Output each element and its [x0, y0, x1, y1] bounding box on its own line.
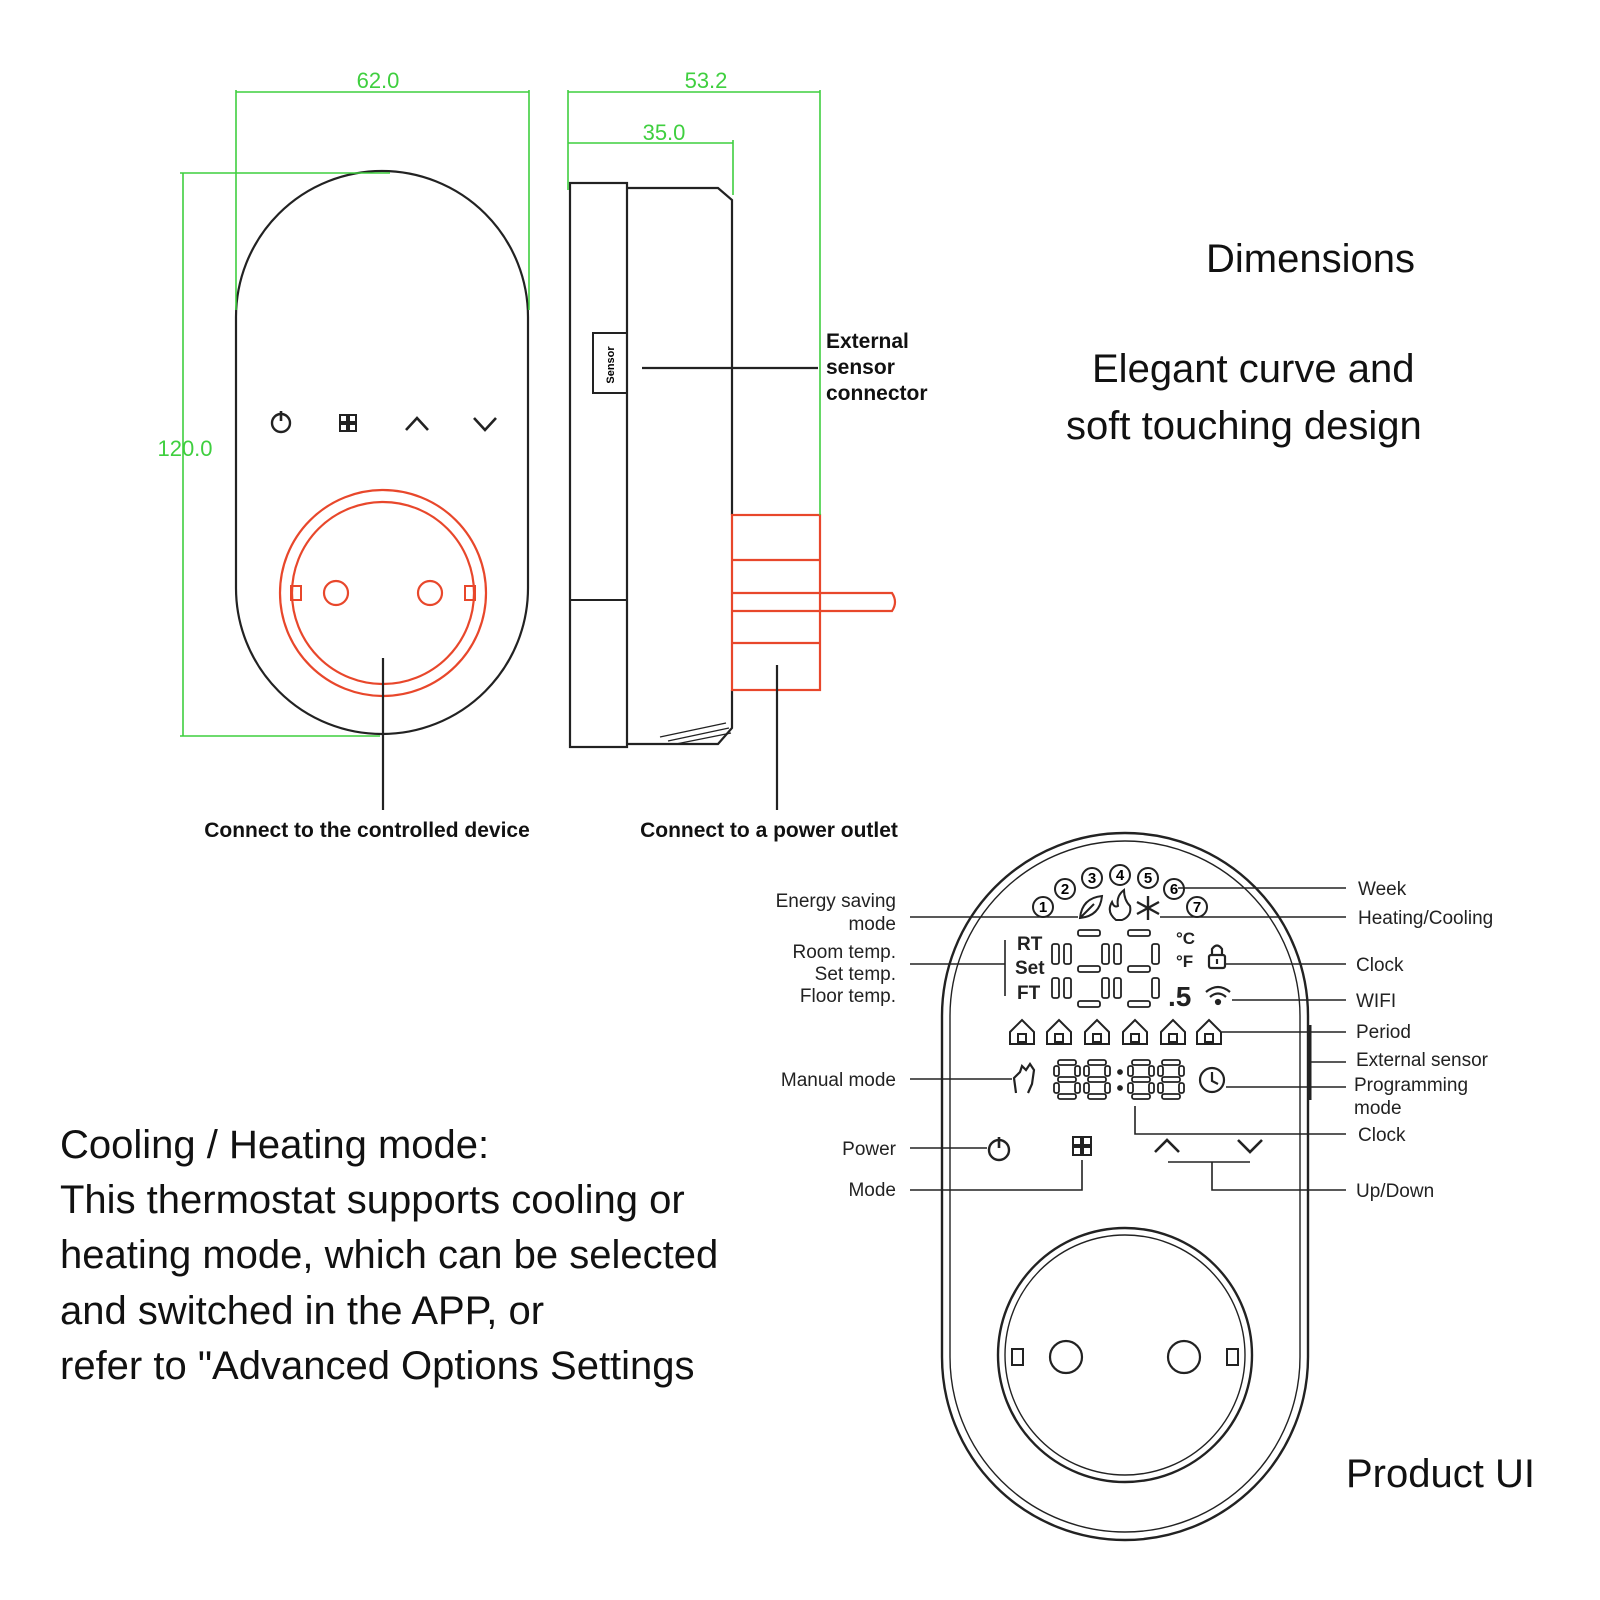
leaf-icon [1078, 894, 1104, 920]
heading-product-ui: Product UI [1346, 1452, 1535, 1496]
callout-power-outlet: Connect to a power outlet [640, 819, 898, 842]
clock-digits [1053, 1059, 1185, 1100]
period-icons [1009, 1018, 1222, 1045]
wifi-icon [1205, 985, 1231, 1006]
dim-side-total: 53.2 [685, 68, 728, 93]
mode-text-line-2: This thermostat supports cooling or [60, 1178, 685, 1223]
label-power: Power [842, 1139, 897, 1160]
lock-icon [1207, 944, 1227, 970]
side-bottom-hatch [659, 722, 732, 745]
front-view: 62.0 120.0 Connect to the controlled dev… [157, 68, 530, 842]
ui-body-outer [940, 831, 1310, 1542]
label-programming-1: Programming [1354, 1075, 1468, 1096]
temperature-digits [1051, 929, 1160, 1008]
front-up-icon [405, 416, 429, 431]
product-ui-view: 1 2 3 4 5 6 7 RT Set FT [776, 831, 1493, 1542]
lcd-rt-label: RT [1017, 934, 1043, 955]
label-mode: Mode [848, 1180, 896, 1201]
side-view: Sensor 53.2 35.0 External sensor connect… [567, 68, 928, 842]
lcd-set-label: Set [1015, 958, 1045, 979]
label-manual-mode: Manual mode [781, 1070, 896, 1091]
label-energy-saving-1: Energy saving [776, 891, 896, 912]
svg-text:4: 4 [1116, 867, 1125, 884]
side-plug [730, 513, 897, 692]
flame-icon [1108, 887, 1132, 921]
label-period: Period [1356, 1022, 1411, 1043]
label-clock-top: Clock [1356, 955, 1404, 976]
callout-external-2: sensor [826, 356, 895, 379]
svg-text:1: 1 [1039, 899, 1047, 916]
sensor-port [592, 332, 628, 394]
week-numbers: 1 2 3 4 5 6 7 [1032, 864, 1208, 918]
mode-text-line-3: heating mode, which can be selected [60, 1233, 719, 1278]
label-set-temp: Set temp. [815, 964, 896, 985]
label-external-sensor: External sensor [1356, 1050, 1489, 1071]
label-programming-2: mode [1354, 1098, 1402, 1119]
front-power-icon [270, 411, 292, 434]
svg-text:2: 2 [1061, 881, 1069, 898]
ui-body-inner [949, 840, 1301, 1533]
side-back-plate [568, 181, 629, 749]
side-body-outline [627, 186, 734, 746]
label-week: Week [1358, 879, 1407, 900]
label-clock-bottom: Clock [1358, 1125, 1406, 1146]
dim-side-body: 35.0 [643, 120, 686, 145]
dim-front-height: 120.0 [157, 436, 212, 461]
heading-dimensions: Dimensions [1206, 237, 1415, 281]
svg-text:7: 7 [1193, 899, 1201, 916]
lcd-fahrenheit: °F [1176, 952, 1193, 971]
label-up-down: Up/Down [1356, 1181, 1434, 1202]
tagline-line-1: Elegant curve and [1092, 347, 1415, 391]
mode-text-line-4: and switched in the APP, or [60, 1288, 545, 1333]
mode-text-line-1: Cooling / Heating mode: [60, 1123, 490, 1167]
front-dimensions [180, 90, 530, 737]
svg-text:6: 6 [1170, 881, 1178, 898]
ui-power-icon [987, 1137, 1011, 1162]
ui-socket [996, 1226, 1254, 1484]
ui-up-icon [1154, 1138, 1180, 1153]
label-wifi: WIFI [1356, 991, 1396, 1012]
tagline-line-2: soft touching design [1066, 404, 1422, 448]
front-body-outline [234, 169, 530, 736]
lcd-celsius: °C [1176, 929, 1195, 948]
svg-text:3: 3 [1088, 870, 1096, 887]
leader-lines [910, 887, 1346, 1191]
lcd-half-digit: .5 [1168, 981, 1191, 1012]
sensor-port-label: Sensor [605, 346, 617, 384]
callout-external-3: connector [826, 382, 928, 405]
callout-external-1: External [826, 330, 909, 353]
callout-controlled-device: Connect to the controlled device [204, 819, 530, 842]
label-heating-cooling: Heating/Cooling [1358, 908, 1493, 929]
label-energy-saving-2: mode [848, 914, 896, 935]
mode-description: Cooling / Heating mode: This thermostat … [60, 1118, 820, 1394]
label-floor-temp: Floor temp. [800, 986, 896, 1007]
snowflake-icon [1136, 896, 1160, 920]
clock-icon [1198, 1066, 1226, 1094]
side-dimensions [567, 90, 821, 515]
dim-front-width: 62.0 [357, 68, 400, 93]
hand-icon [1012, 1062, 1036, 1094]
lcd-ft-label: FT [1017, 983, 1041, 1004]
ui-mode-icon [1072, 1136, 1092, 1156]
label-room-temp: Room temp. [793, 942, 896, 963]
front-mode-icon [339, 414, 357, 432]
ui-down-icon [1237, 1139, 1263, 1154]
svg-text:5: 5 [1144, 870, 1152, 887]
mode-text-line-5: refer to "Advanced Options Settings [60, 1343, 695, 1388]
front-down-icon [473, 417, 497, 432]
